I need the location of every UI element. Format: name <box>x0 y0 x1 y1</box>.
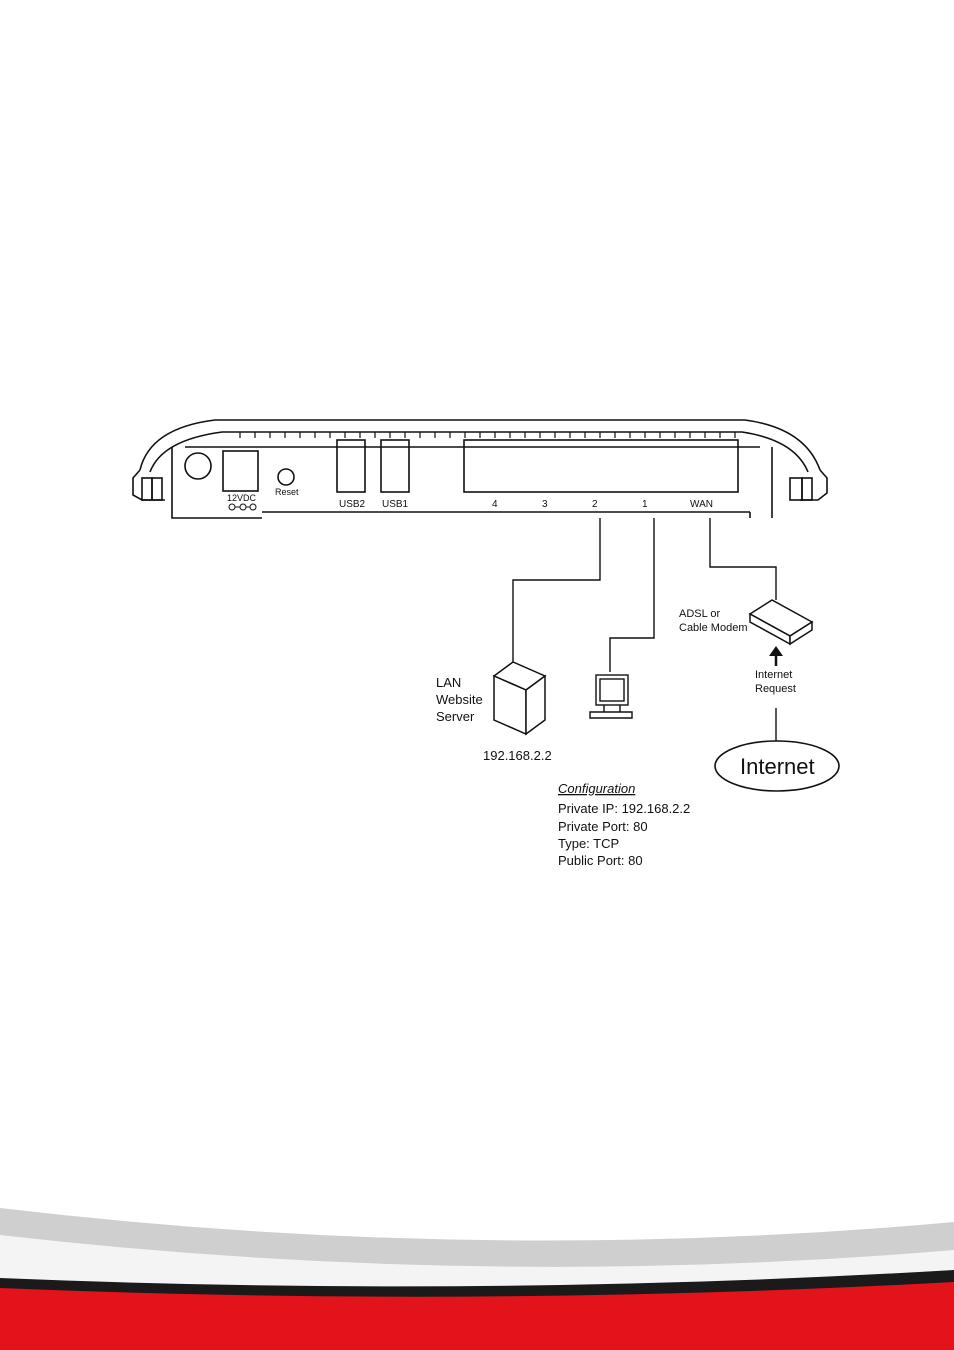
server-label-line-3: Server <box>436 709 475 724</box>
footer-decoration <box>0 1208 954 1350</box>
config-line-1: Private IP: 192.168.2.2 <box>558 801 690 816</box>
port-2-label: 2 <box>592 499 598 510</box>
network-cables <box>512 518 777 748</box>
config-line-3: Type: TCP <box>558 836 619 851</box>
cable-wan-modem <box>709 518 777 600</box>
server-ip-label: 192.168.2.2 <box>483 748 552 763</box>
usb2-port-icon <box>336 439 366 493</box>
up-arrow-icon <box>769 646 783 666</box>
request-label-line-1: Internet <box>755 669 792 681</box>
reset-label: Reset <box>275 487 299 497</box>
ethernet-port-block <box>463 439 739 493</box>
request-label-line-2: Request <box>755 683 796 695</box>
port-3-label: 3 <box>542 499 548 510</box>
usb2-label: USB2 <box>339 499 366 510</box>
cable-port2-server <box>512 518 601 662</box>
cable-port1-pc <box>609 518 655 672</box>
modem-label-line-1: ADSL or <box>679 608 721 620</box>
modem-icon <box>748 599 814 646</box>
modem-label-line-2: Cable Modem <box>679 622 747 634</box>
reset-button-icon <box>277 468 295 486</box>
usb1-port-icon <box>380 439 410 493</box>
server-label-line-1: LAN <box>436 675 461 690</box>
server-icon <box>492 661 547 736</box>
port-4-label: 4 <box>492 499 498 510</box>
internet-cloud-icon <box>714 740 840 792</box>
footer-white-band <box>0 1235 954 1290</box>
config-line-4: Public Port: 80 <box>558 853 643 868</box>
polarity-icon <box>228 503 257 511</box>
footer-red-band <box>0 1282 954 1350</box>
router-back-panel <box>132 419 828 519</box>
usb1-label: USB1 <box>382 499 409 510</box>
internet-label: Internet <box>740 754 815 779</box>
port-1-label: 1 <box>642 499 648 510</box>
wan-port-label: WAN <box>690 499 713 510</box>
configuration-title: Configuration <box>558 781 635 796</box>
power-jack-icon <box>222 450 259 492</box>
server-label-line-2: Website <box>436 692 483 707</box>
router-vents <box>239 432 736 438</box>
config-line-2: Private Port: 80 <box>558 819 648 834</box>
power-switch-icon <box>184 452 212 480</box>
power-label: 12VDC <box>227 493 257 503</box>
computer-icon <box>589 674 633 719</box>
